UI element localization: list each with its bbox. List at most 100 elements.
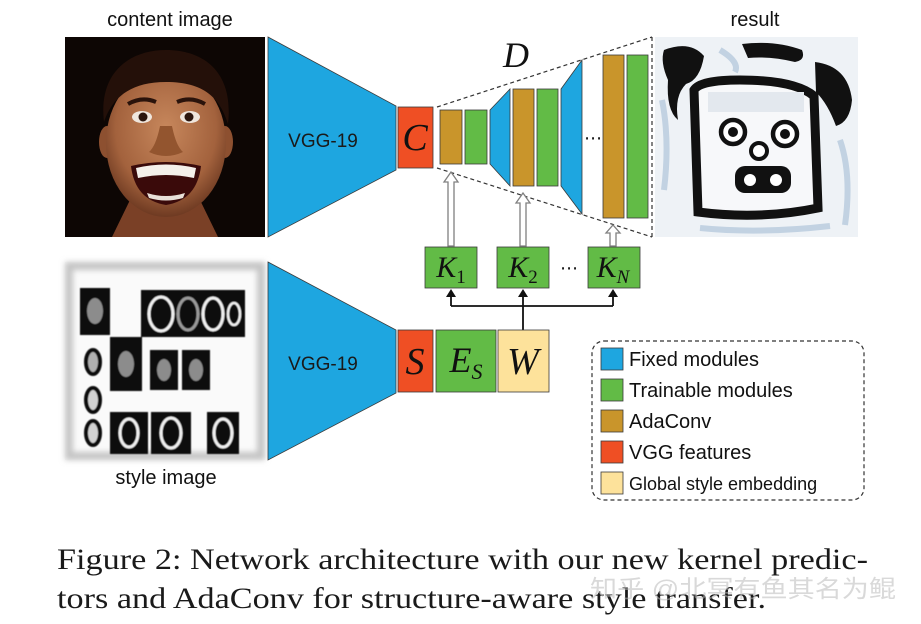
kernel-predictor-1 — [424, 246, 478, 289]
result-label: result — [731, 9, 780, 31]
arrowhead — [518, 289, 528, 297]
style-ring — [84, 386, 102, 414]
style-ellipse — [118, 351, 134, 377]
style-features-box — [397, 329, 434, 393]
style-ellipse — [189, 359, 203, 381]
adaconv-block-1 — [439, 109, 463, 165]
left-eyebrow — [127, 97, 157, 106]
style-ring — [147, 295, 175, 333]
legend-swatch-vgg-features — [600, 440, 624, 464]
style-ellipse — [87, 298, 103, 324]
result-texture — [659, 47, 851, 234]
kernel-subscript: 2 — [528, 267, 538, 288]
kernel-predictor-n — [587, 246, 641, 289]
result-blob — [815, 62, 852, 126]
style-ellipse — [157, 359, 171, 381]
legend: Fixed modules Trainable modules AdaConv … — [591, 340, 865, 501]
legend-frame — [591, 340, 865, 501]
kernel-predictor-1-label: K1 — [435, 251, 466, 288]
result-blob — [662, 46, 704, 120]
nose — [149, 126, 183, 156]
lower-teeth — [147, 193, 185, 201]
right-eyebrow — [176, 97, 206, 106]
style-encoder-base: E — [449, 340, 472, 380]
kernel-symbol: K — [507, 251, 530, 284]
watermark: 知乎 @北冥有鱼其名为鲲 — [590, 576, 896, 603]
kernel-predictor-n-label: KN — [596, 251, 631, 288]
style-ring — [84, 348, 102, 376]
style-shapes — [80, 288, 245, 454]
upper-teeth — [136, 164, 196, 178]
arrowhead — [608, 289, 618, 297]
kernel-arrow-n — [604, 224, 622, 247]
upsample-block-2 — [560, 58, 583, 216]
right-pupil — [184, 112, 194, 122]
legend-label-global-embedding: Global style embedding — [629, 474, 817, 494]
global-style-embedding-box — [497, 329, 550, 393]
result-blob — [742, 42, 804, 62]
style-soft-border — [65, 262, 265, 460]
style-image-label: style image — [115, 467, 216, 489]
kernel-symbol: K — [596, 251, 619, 284]
style-encoder-symbol: ES — [449, 340, 483, 384]
result-nose — [749, 141, 769, 161]
style-encoder-subscript: S — [472, 359, 483, 384]
legend-swatch-adaconv — [600, 409, 624, 433]
legend-label-adaconv: AdaConv — [629, 411, 711, 433]
style-ring — [212, 417, 234, 449]
content-image — [65, 37, 265, 237]
kernel-ellipsis: ⋯ — [560, 258, 578, 279]
decoder-outline-bottom — [436, 167, 653, 238]
result-pupil — [728, 127, 738, 137]
decoder: D ⋯ — [436, 35, 653, 238]
kernel-predictor-2-label: K2 — [507, 251, 538, 288]
result-mouth-ring — [768, 172, 784, 188]
legend-swatch-trainable — [600, 378, 624, 402]
decoder-outline-top — [436, 36, 653, 108]
trainable-block-n — [626, 54, 649, 219]
kernel-arrow-1 — [442, 170, 460, 247]
arrowhead — [446, 289, 456, 297]
legend-label-fixed: Fixed modules — [629, 349, 759, 371]
style-encoder-vgg19 — [267, 261, 397, 461]
kernel-symbol: K — [435, 251, 458, 284]
adaconv-block-2 — [512, 88, 535, 187]
decoder-ellipsis: ⋯ — [584, 128, 602, 149]
legend-label-vgg-features: VGG features — [629, 442, 751, 464]
legend-swatch-fixed — [600, 347, 624, 371]
trainable-block-1 — [464, 109, 488, 165]
left-pupil — [138, 112, 148, 122]
content-image-label: content image — [107, 9, 233, 31]
result-pupil — [780, 129, 790, 139]
trainable-block-2 — [536, 88, 559, 187]
result-image — [655, 37, 858, 237]
content-features-box — [397, 106, 434, 169]
kernel-subscript: 1 — [456, 267, 466, 288]
global-style-embedding-symbol: W — [507, 341, 542, 383]
style-ring — [176, 296, 200, 332]
style-encoder-label: VGG-19 — [288, 354, 358, 375]
content-encoder-vgg19 — [267, 36, 397, 238]
result-forehead — [708, 92, 804, 112]
hair — [103, 50, 229, 124]
kernel-predictor-2 — [496, 246, 550, 289]
kernel-subscript: N — [616, 267, 631, 288]
legend-label-trainable: Trainable modules — [629, 380, 793, 402]
style-encoder-box — [435, 329, 497, 393]
caption-line-1: Figure 2: Network architecture with our … — [57, 543, 868, 576]
style-ring — [118, 417, 140, 449]
upsample-block-1 — [489, 88, 511, 188]
style-image — [65, 262, 265, 460]
caption-line-2: tors and AdaConv for structure-aware sty… — [57, 582, 766, 615]
style-features-symbol: S — [406, 341, 425, 383]
embedding-connectors — [446, 289, 618, 330]
decoder-label: D — [502, 35, 529, 75]
adaconv-block-n — [602, 54, 625, 219]
style-ring — [84, 419, 102, 447]
legend-swatch-global-embedding — [600, 471, 624, 495]
content-encoder-label: VGG-19 — [288, 131, 358, 152]
content-features-symbol: C — [402, 117, 428, 159]
style-ring — [201, 296, 225, 332]
style-ring — [159, 416, 183, 450]
